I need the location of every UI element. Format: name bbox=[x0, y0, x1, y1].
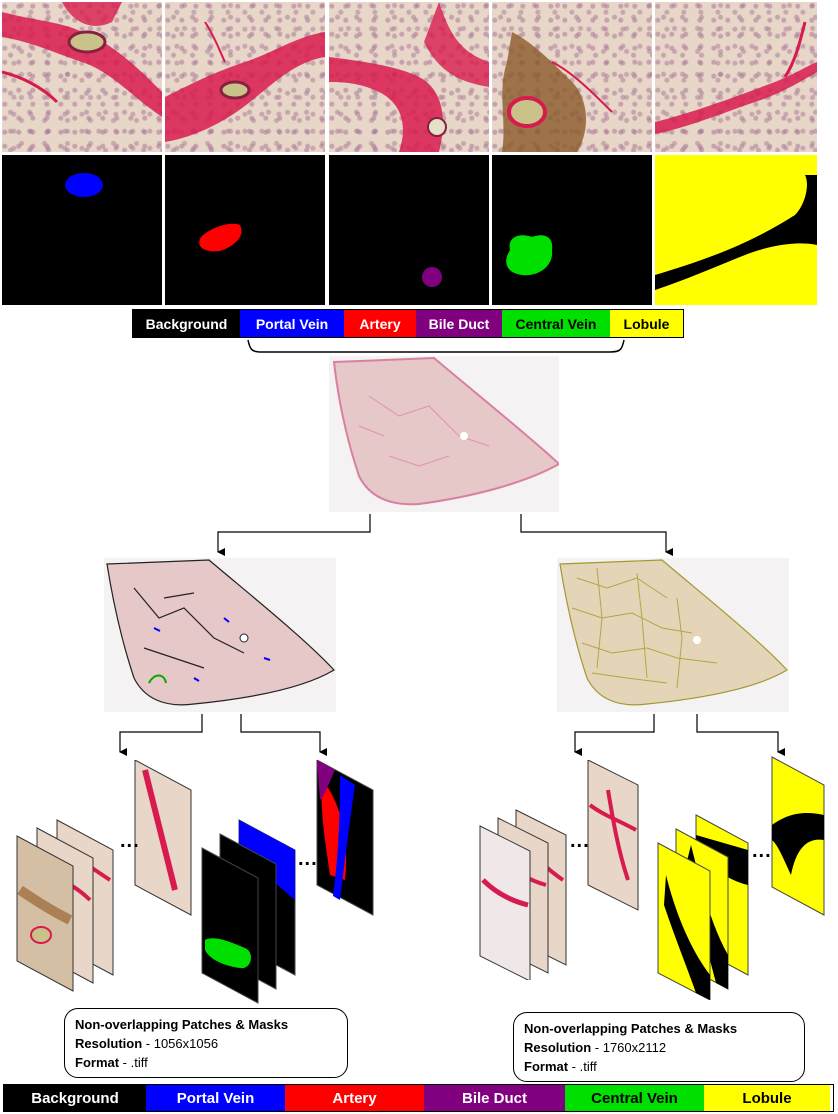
left-info-format: Format - .tiff bbox=[75, 1055, 148, 1070]
left-info-title: Non-overlapping Patches & Masks bbox=[75, 1017, 289, 1032]
mask-bile-duct-shape bbox=[422, 267, 442, 287]
mask-lobule-shape bbox=[655, 175, 817, 290]
right-info-title: Non-overlapping Patches & Masks bbox=[524, 1021, 738, 1036]
legend-top-lobule: Lobule bbox=[610, 310, 683, 337]
legend-bottom-portal-vein: Portal Vein bbox=[146, 1085, 285, 1111]
patch-portal-vein-stain bbox=[2, 2, 162, 117]
legend-bottom-bile-duct: Bile Duct bbox=[424, 1085, 565, 1111]
mask-portal-vein-shape bbox=[65, 173, 103, 197]
patch-central-vein bbox=[492, 2, 652, 152]
left-mask-stack-shapes bbox=[201, 759, 374, 1004]
mask-artery bbox=[165, 155, 325, 305]
left-patch-stack bbox=[15, 759, 205, 1000]
patch-central-vein-stain bbox=[502, 32, 613, 152]
legend-top: Background Portal Vein Artery Bile Duct … bbox=[132, 309, 684, 338]
legend-top-background: Background bbox=[133, 310, 240, 337]
arrow-wsi-left bbox=[217, 514, 371, 556]
left-info-box: Non-overlapping Patches & Masks Resoluti… bbox=[64, 1008, 348, 1078]
right-patch-stack-shapes bbox=[479, 759, 639, 982]
mask-central-vein bbox=[492, 155, 652, 305]
arrow-right-patches bbox=[574, 714, 655, 756]
legend-bottom-central-vein-label: Central Vein bbox=[591, 1089, 678, 1107]
right-info-box: Non-overlapping Patches & Masks Resoluti… bbox=[513, 1012, 805, 1082]
left-info-resolution: Resolution - 1056x1056 bbox=[75, 1036, 219, 1051]
wsi-vessel-annotated bbox=[104, 558, 336, 712]
wsi-lobule-annotated bbox=[557, 558, 789, 712]
right-mask-stack-shapes bbox=[657, 756, 825, 1001]
legend-top-central-vein-label: Central Vein bbox=[515, 315, 597, 332]
legend-bottom-lobule-label: Lobule bbox=[742, 1089, 792, 1107]
left-mask-ellipsis: ... bbox=[298, 848, 318, 870]
legend-top-bile-duct-label: Bile Duct bbox=[428, 315, 490, 332]
left-patch-stack-shapes bbox=[16, 759, 192, 992]
mask-lobule bbox=[655, 155, 817, 305]
legend-top-bile-duct: Bile Duct bbox=[416, 310, 502, 337]
right-mask-stack bbox=[656, 755, 836, 1001]
legend-bottom-background-label: Background bbox=[31, 1089, 119, 1107]
patch-lobule-stain bbox=[655, 21, 817, 134]
right-info-format-value: - .tiff bbox=[568, 1059, 597, 1074]
legend-bottom-central-vein: Central Vein bbox=[565, 1085, 704, 1111]
legend-top-artery: Artery bbox=[344, 310, 416, 337]
patch-bile-duct-stain bbox=[329, 2, 489, 152]
right-info-resolution: Resolution - 1760x2112 bbox=[524, 1040, 667, 1055]
legend-top-portal-vein-label: Portal Vein bbox=[255, 315, 329, 332]
right-patch-stack bbox=[478, 759, 648, 982]
wsi-original bbox=[329, 356, 559, 512]
legend-top-background-label: Background bbox=[145, 315, 228, 332]
right-mask-ellipsis: ... bbox=[752, 840, 772, 862]
left-patch-ellipsis: ... bbox=[120, 830, 140, 852]
wsi-vessel-tissue bbox=[106, 559, 335, 706]
mask-artery-shape bbox=[199, 223, 242, 252]
legend-bottom-lobule: Lobule bbox=[704, 1085, 830, 1111]
legend-top-portal-vein: Portal Vein bbox=[240, 310, 344, 337]
right-patch-ellipsis: ... bbox=[570, 830, 590, 852]
legend-top-central-vein: Central Vein bbox=[502, 310, 610, 337]
patch-lobule bbox=[655, 2, 817, 152]
legend-bottom: Background Portal Vein Artery Bile Duct … bbox=[3, 1084, 834, 1112]
right-info-resolution-value: - 1760x2112 bbox=[591, 1040, 667, 1055]
right-info-format: Format - .tiff bbox=[524, 1059, 597, 1074]
legend-top-lobule-label: Lobule bbox=[623, 315, 670, 332]
arrow-left-masks bbox=[240, 714, 327, 756]
mask-central-vein-shape bbox=[506, 235, 553, 276]
legend-bottom-artery-label: Artery bbox=[332, 1089, 377, 1107]
patch-portal-vein bbox=[2, 2, 162, 152]
left-info-resolution-value: - 1056x1056 bbox=[142, 1036, 219, 1051]
mask-portal-vein bbox=[2, 155, 162, 305]
arrow-left-patches bbox=[119, 714, 203, 756]
wsi-lobule-tissue bbox=[559, 559, 788, 706]
mask-bile-duct bbox=[329, 155, 489, 305]
patch-bile-duct bbox=[329, 2, 489, 152]
arrow-right-masks bbox=[696, 714, 785, 756]
left-mask-stack bbox=[200, 759, 380, 1005]
legend-top-artery-label: Artery bbox=[359, 315, 401, 332]
legend-bottom-portal-vein-label: Portal Vein bbox=[176, 1089, 255, 1107]
patch-artery-stain bbox=[165, 21, 325, 142]
brace-line bbox=[247, 339, 625, 353]
arrow-wsi-right bbox=[520, 514, 673, 556]
patch-artery bbox=[165, 2, 325, 152]
legend-bottom-bile-duct-label: Bile Duct bbox=[461, 1089, 527, 1107]
wsi-original-tissue bbox=[332, 356, 559, 506]
legend-bottom-background: Background bbox=[4, 1085, 146, 1111]
legend-bottom-artery: Artery bbox=[285, 1085, 424, 1111]
left-info-format-value: - .tiff bbox=[119, 1055, 148, 1070]
